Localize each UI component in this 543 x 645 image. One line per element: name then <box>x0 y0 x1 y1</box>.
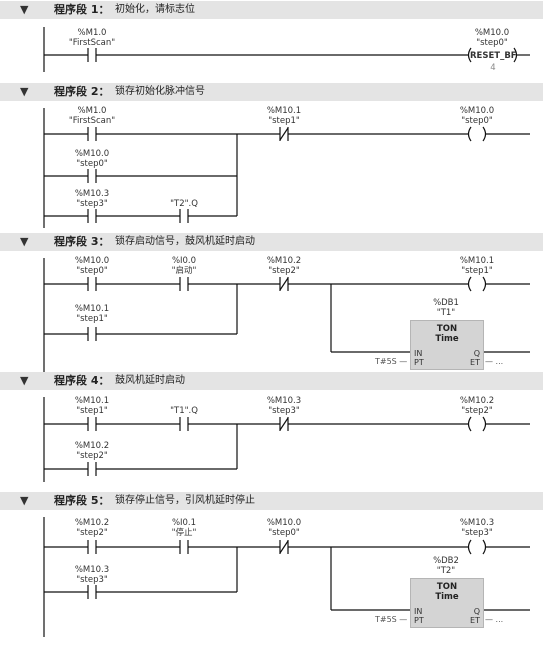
timer-type: TON <box>436 582 458 592</box>
segment-comment[interactable]: 鼓风机延时启动 <box>115 375 185 386</box>
coil-tag[interactable]: %M10.0"step0" <box>474 28 510 48</box>
segment-title: 程序段 2： <box>54 85 110 98</box>
contact-tag[interactable]: %M10.1"step1" <box>266 106 302 126</box>
timer-unit: Time <box>435 334 459 344</box>
contact-tag[interactable]: %I0.0"启动" <box>171 256 197 276</box>
pt-value[interactable]: T#5S — <box>375 357 408 366</box>
coil-tag[interactable]: %M10.2"step2" <box>459 396 495 416</box>
segment-4-network <box>43 397 530 482</box>
segment-2-network <box>43 108 530 228</box>
segment-comment[interactable]: 锁存停止信号，引风机延时停止 <box>115 495 255 506</box>
segment-3-network <box>43 258 530 372</box>
coil-tag[interactable]: %M10.1"step1" <box>459 256 495 276</box>
segment-2-header[interactable]: ▼ 程序段 2： 锁存初始化脉冲信号 <box>0 83 543 101</box>
segment-1-header[interactable]: ▼ 程序段 1： 初始化，请标志位 <box>0 1 543 19</box>
coil-tag[interactable]: %M10.3"step3" <box>459 518 495 538</box>
pin-q: Q <box>473 607 480 616</box>
contact-tag[interactable]: %M10.0"step0" <box>74 256 110 276</box>
segment-title: 程序段 3： <box>54 235 110 248</box>
collapse-arrow-icon[interactable]: ▼ <box>20 494 29 507</box>
pin-pt: PT <box>414 358 424 367</box>
contact-tag[interactable]: %M10.1"step1" <box>74 304 110 324</box>
ton-timer-block[interactable]: TON Time IN PT Q ET <box>410 320 484 370</box>
segment-title: 程序段 5： <box>54 494 110 507</box>
segment-3-header[interactable]: ▼ 程序段 3： 锁存启动信号，鼓风机延时启动 <box>0 233 543 251</box>
segment-1-network <box>43 27 530 72</box>
segment-4-header[interactable]: ▼ 程序段 4： 鼓风机延时启动 <box>0 372 543 390</box>
timer-db-tag[interactable]: %DB2"T2" <box>433 556 459 576</box>
contact-tag[interactable]: %M10.3"step3" <box>74 565 110 585</box>
pin-pt: PT <box>414 616 424 625</box>
contact-tag[interactable]: "T2".Q <box>170 199 198 209</box>
segment-comment[interactable]: 初始化，请标志位 <box>115 4 195 15</box>
coil-tag[interactable]: %M10.0"step0" <box>459 106 495 126</box>
pt-value[interactable]: T#5S — <box>375 615 408 624</box>
contact-tag[interactable]: %M10.1"step1" <box>74 396 110 416</box>
contact-tag[interactable]: %M10.2"step2" <box>266 256 302 276</box>
collapse-arrow-icon[interactable]: ▼ <box>20 3 29 16</box>
et-value[interactable]: — ... <box>485 357 504 366</box>
contact-tag[interactable]: %M10.2"step2" <box>74 441 110 461</box>
contact-tag[interactable]: "T1".Q <box>170 406 198 416</box>
segment-comment[interactable]: 锁存启动信号，鼓风机延时启动 <box>115 236 255 247</box>
et-value[interactable]: — ... <box>485 615 504 624</box>
pin-q: Q <box>473 349 480 358</box>
ton-timer-block[interactable]: TON Time IN PT Q ET <box>410 578 484 628</box>
contact-tag[interactable]: %M10.0"step0" <box>74 149 110 169</box>
timer-type: TON <box>436 324 458 334</box>
contact-tag[interactable]: %M1.0"FirstScan" <box>68 106 116 126</box>
pin-et: ET <box>470 616 480 625</box>
pin-in: IN <box>414 349 423 358</box>
collapse-arrow-icon[interactable]: ▼ <box>20 235 29 248</box>
contact-tag[interactable]: %M10.3"step3" <box>74 189 110 209</box>
timer-db-tag[interactable]: %DB1"T1" <box>433 298 459 318</box>
contact-tag[interactable]: %I0.1"停止" <box>171 518 197 538</box>
coil-param: 4 <box>490 63 496 73</box>
collapse-arrow-icon[interactable]: ▼ <box>20 374 29 387</box>
contact-tag[interactable]: %M10.0"step0" <box>266 518 302 538</box>
pin-et: ET <box>470 358 480 367</box>
segment-5-header[interactable]: ▼ 程序段 5： 锁存停止信号，引风机延时停止 <box>0 492 543 510</box>
reset-bf-coil[interactable]: RESET_BF <box>470 51 517 61</box>
contact-tag[interactable]: %M10.3"step3" <box>266 396 302 416</box>
contact-tag[interactable]: %M1.0"FirstScan" <box>68 28 116 48</box>
segment-comment[interactable]: 锁存初始化脉冲信号 <box>115 86 205 97</box>
timer-unit: Time <box>435 592 459 602</box>
collapse-arrow-icon[interactable]: ▼ <box>20 85 29 98</box>
pin-in: IN <box>414 607 423 616</box>
contact-tag[interactable]: %M10.2"step2" <box>74 518 110 538</box>
segment-title: 程序段 1： <box>54 3 110 16</box>
segment-title: 程序段 4： <box>54 374 110 387</box>
